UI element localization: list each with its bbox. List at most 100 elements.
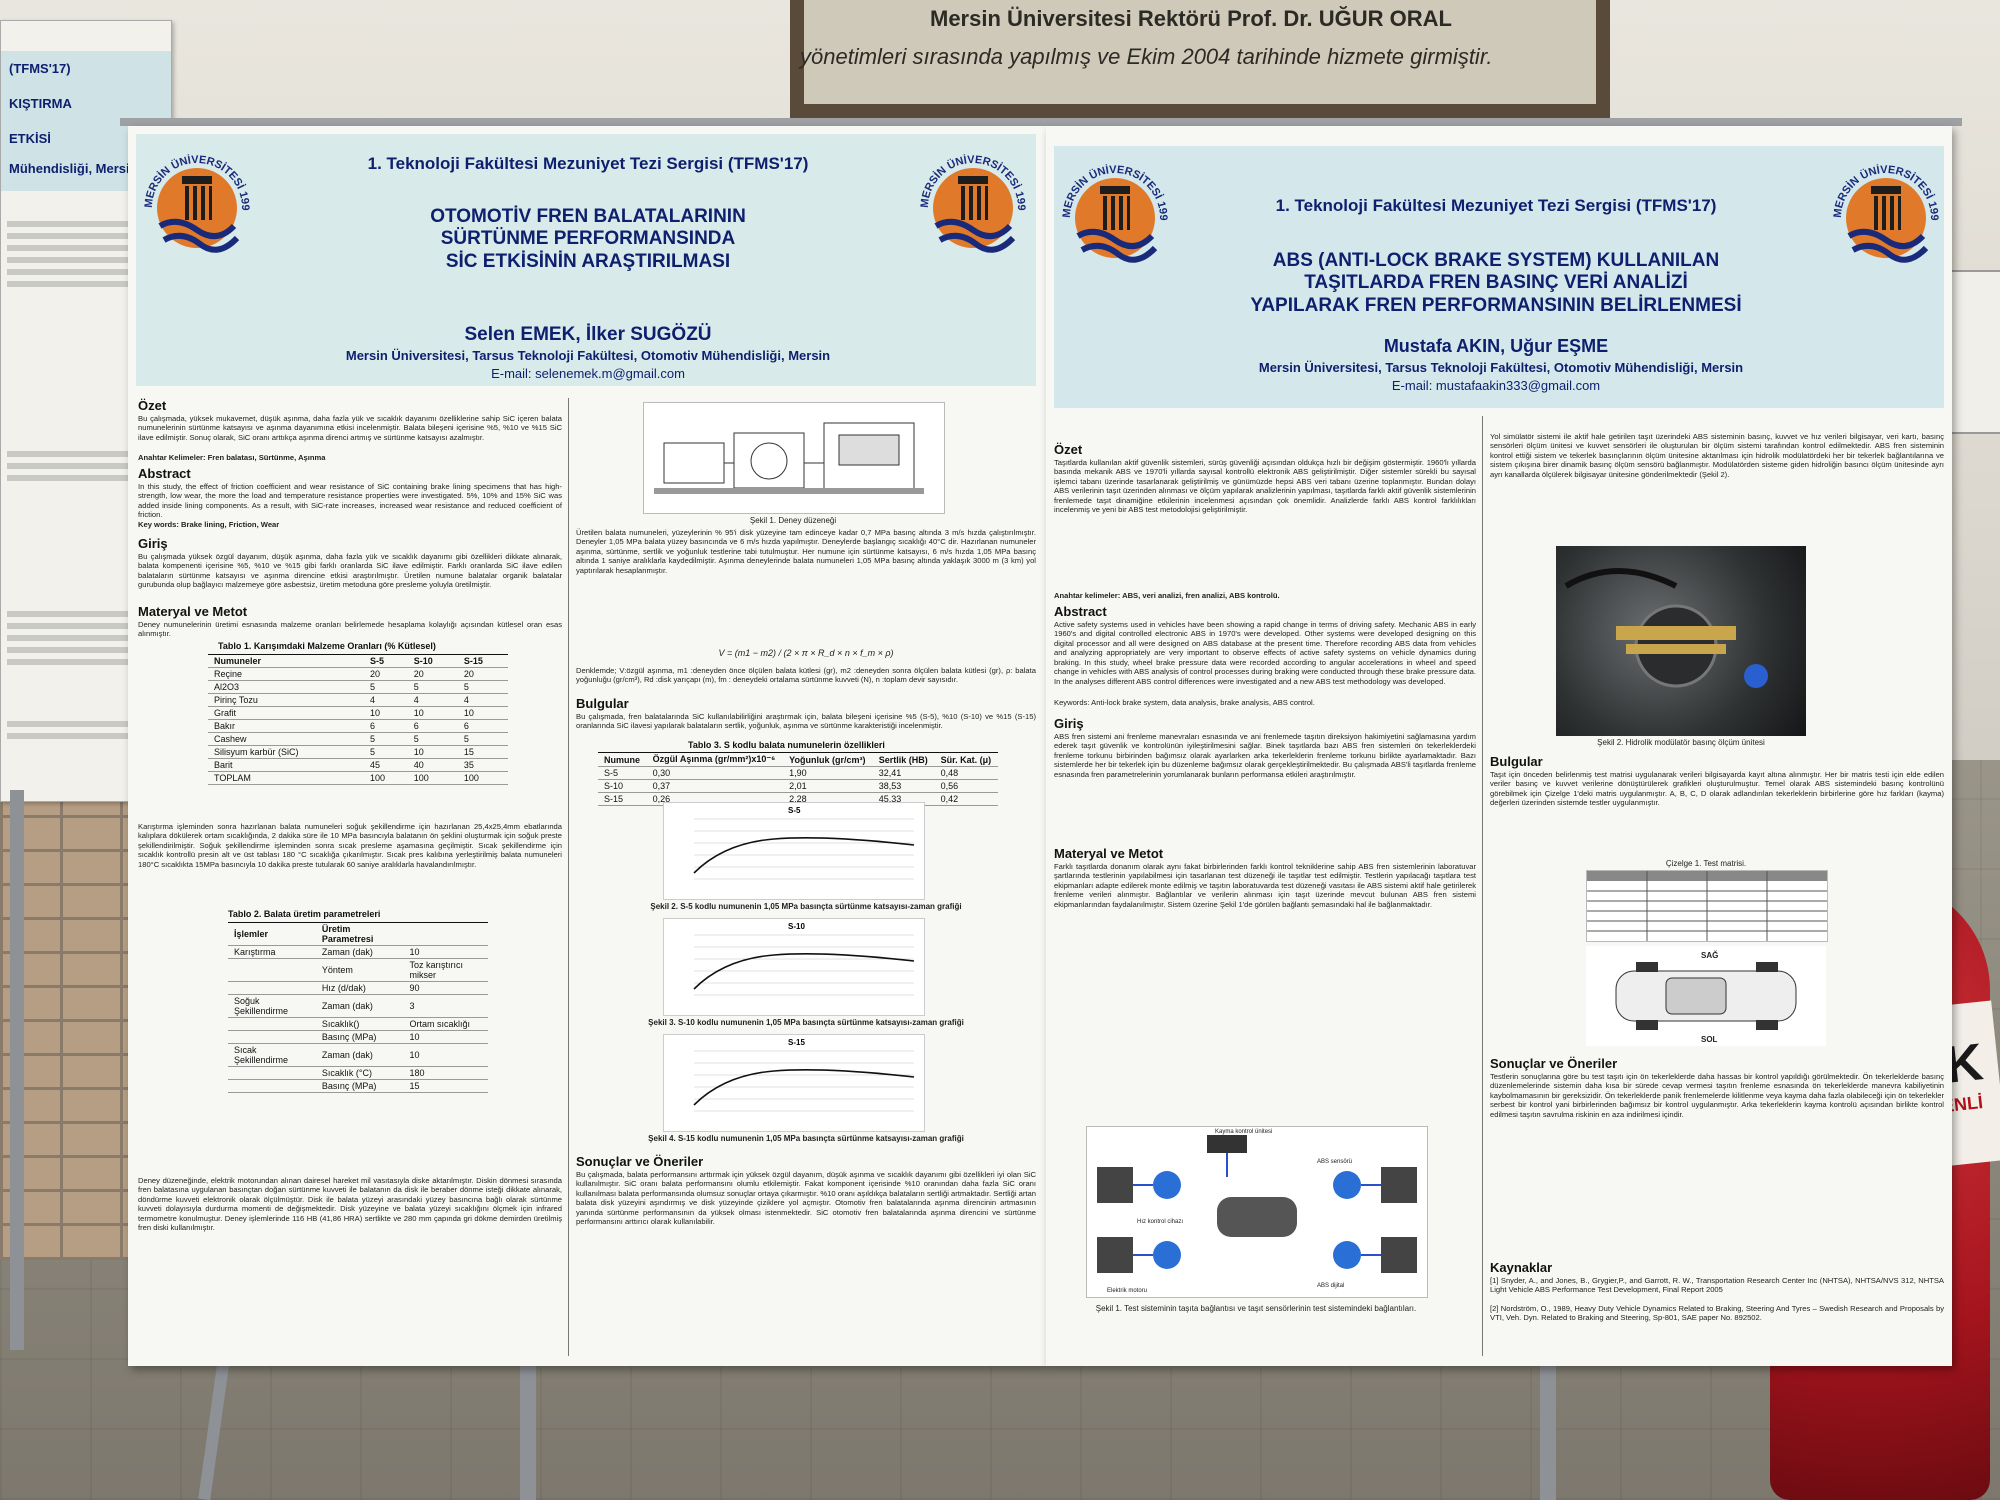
section-heading: Bulgular: [1490, 754, 1543, 769]
table-cell: Basınç (MPa): [315, 1079, 404, 1093]
poster-title: ABS (ANTI-LOCK BRAKE SYSTEM) KULLANILAN …: [1166, 250, 1826, 317]
table-cell: 20: [407, 667, 458, 681]
left-poster-line: Mühendisliği, Mersin: [9, 161, 138, 176]
section-heading: Giriş: [1054, 716, 1084, 731]
materyal-text: Farklı taşıtlarda donanım olarak aynı fa…: [1054, 862, 1476, 909]
table-cell: Toz karıştırıcı mikser: [403, 958, 488, 982]
figure-caption: Şekil 2. Hidrolik modülatör basınç ölçüm…: [1597, 738, 1765, 747]
stand-leg: [10, 790, 24, 1350]
table-cell: [228, 981, 316, 995]
test-matrix-table: [1586, 870, 1828, 942]
plaque-line-1: Mersin Üniversitesi Rektörü Prof. Dr. UĞ…: [930, 6, 1452, 31]
plaque-line-2: yönetimleri sırasında yapılmış ve Ekim 2…: [800, 44, 1493, 69]
table-cell: 100: [364, 771, 408, 785]
bulgular-text: Bu çalışmada, fren balatalarında SiC kul…: [576, 712, 1036, 731]
poster-abs-analysis: MERSİN ÜNİVERSİTESİ 1992 MERSİN ÜNİVERSİ…: [1046, 126, 1952, 1366]
figure-caption: Şekil 2. S-5 kodlu numunenin 1,05 MPa ba…: [650, 902, 962, 911]
table-cell: 180: [403, 1066, 488, 1080]
friction-chart: S-15: [663, 1034, 925, 1132]
stand-leg: [1540, 1330, 1556, 1500]
table-header-cell: İşlemler: [228, 922, 316, 946]
diagram-label: Hız kontrol cihazı: [1137, 1219, 1183, 1225]
abstract-text: Active safety systems used in vehicles h…: [1054, 620, 1476, 686]
table-caption: Tablo 3. S kodlu balata numunelerin özel…: [688, 740, 885, 750]
test-matrix-drawing: [1587, 871, 1827, 941]
section-heading: Özet: [138, 398, 167, 413]
table-cell: Basınç (MPa): [315, 1030, 404, 1044]
table-cell: 20: [364, 667, 408, 681]
table-header-cell: Üretim Parametresi: [315, 922, 404, 946]
table-cell: Sıcaklık(): [315, 1017, 404, 1031]
title-line: YAPILARAK FREN PERFORMANSININ BELİRLENME…: [1250, 294, 1742, 316]
table-cell: 10: [403, 945, 488, 959]
table-cell: Yöntem: [315, 958, 404, 982]
friction-chart-svg: S-15: [693, 1038, 915, 1112]
diagram-label: ABS sensörü: [1317, 1159, 1352, 1165]
giris-text: Bu çalışmada yüksek özgül dayanım, düşük…: [138, 552, 562, 590]
friction-chart-svg: S-10: [693, 922, 915, 996]
table-cell: 38,53: [872, 779, 935, 793]
table-cell: Grafit: [208, 706, 365, 720]
friction-curve: [693, 1069, 915, 1106]
authors: Selen EMEK, İlker SUGÖZÜ: [464, 324, 712, 345]
table-cell: 3: [403, 994, 488, 1018]
table-cell: S-10: [598, 779, 647, 793]
abstract-text: In this study, the effect of friction co…: [138, 482, 562, 520]
table-header-cell: Özgül Aşınma (gr/mm²)x10⁻⁶: [646, 752, 784, 767]
table-cell: 0,37: [646, 779, 784, 793]
figure-caption: Şekil 3. S-10 kodlu numunenin 1,05 MPa b…: [648, 1018, 964, 1027]
title-line: SÜRTÜNME PERFORMANSINDA: [440, 228, 736, 250]
table-cell: 90: [403, 981, 488, 995]
chart-title: S-15: [788, 1038, 805, 1047]
bulgular-text: Taşıt için önceden belirlenmiş test matr…: [1490, 770, 1944, 808]
section-heading: Abstract: [1054, 604, 1107, 619]
left-poster-line: ETKİSİ: [9, 131, 51, 146]
table-cell: [228, 958, 316, 982]
car-top-view: SAĞ SOL: [1586, 946, 1826, 1046]
table-row: Basınç (MPa)10: [228, 1030, 488, 1044]
ozet-text: Bu çalışmada, yüksek mukavemet, düşük aş…: [138, 414, 562, 442]
modulator-photo-drawing: [1564, 568, 1768, 688]
table-cell: 5: [407, 732, 458, 746]
ozet-text: Taşıtlarda kullanılan aktif güvenlik sis…: [1054, 458, 1476, 515]
table-header-cell: S-15: [457, 654, 508, 668]
friction-chart-svg: S-5: [693, 806, 915, 880]
table-cell: 15: [457, 745, 508, 759]
friction-curve: [693, 953, 915, 990]
poster-brake-lining: MERSİN ÜNİVERSİTESİ 1992 MERSİN ÜNİVERSİ…: [128, 126, 1046, 1366]
table-cell: 0,56: [934, 779, 998, 793]
left-poster-line: (TFMS'17): [9, 61, 71, 76]
karistirma-text: Karıştırma işleminden sonra hazırlanan b…: [138, 822, 562, 869]
stand-leg: [520, 1330, 536, 1500]
stand-frame: [120, 118, 1962, 126]
figure-test-system-diagram: Kayma kontrol ünitesi ABS sensörü Hız ko…: [1086, 1126, 1428, 1298]
table-row: Basınç (MPa)15: [228, 1079, 488, 1093]
table-cell: Zaman (dak): [315, 1043, 404, 1067]
table-cell: 2,01: [783, 779, 873, 793]
table-header-cell: Sür. Kat. (μ): [934, 752, 998, 767]
table-header-cell: [403, 922, 488, 946]
deney-text: Deney düzeneğinde, elektrik motorundan a…: [138, 1176, 562, 1233]
diagram-label: ABS dijital: [1317, 1283, 1344, 1289]
ozet-keywords: Anahtar Kelimeler: Fren balatası, Sürtün…: [138, 453, 326, 462]
denklem-text: Denklemde; V:özgül aşınma, m1 :deneyden …: [576, 666, 1036, 685]
table-cell: 0,42: [934, 792, 998, 806]
table-cell: Sıcaklık (°C): [315, 1066, 404, 1080]
table-header-cell: Sertlik (HB): [872, 752, 935, 767]
table-header-cell: S-5: [364, 654, 408, 668]
table-cell: Hız (d/dak): [315, 981, 404, 995]
table-cell: TOPLAM: [208, 771, 365, 785]
table-cell: 5: [407, 680, 458, 694]
